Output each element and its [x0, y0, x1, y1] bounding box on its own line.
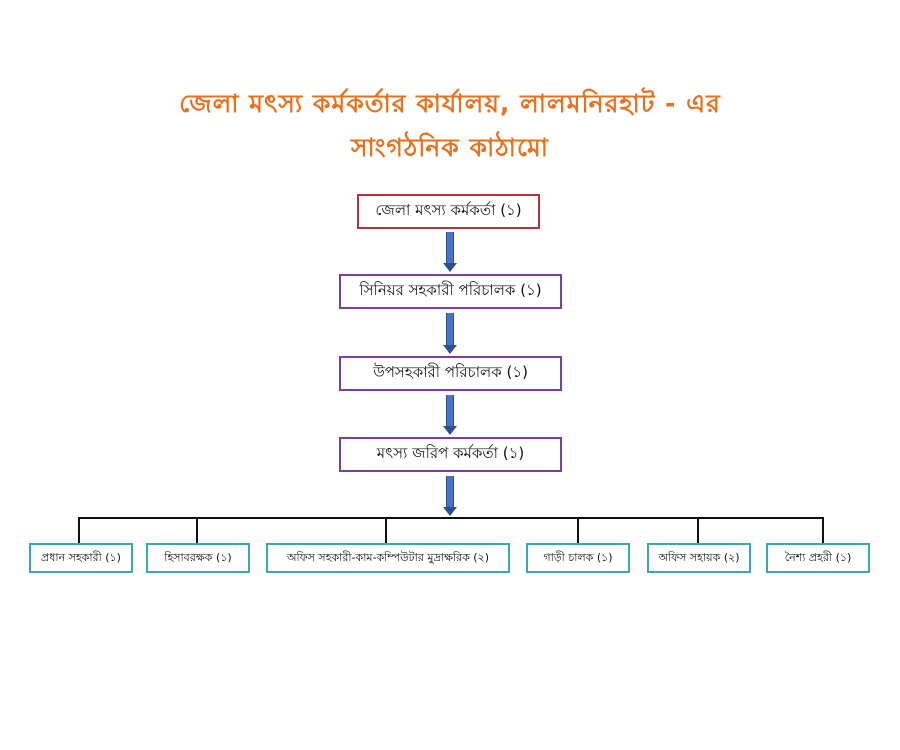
down-arrow-icon — [443, 395, 457, 435]
connector-drop — [577, 517, 579, 543]
node-fisheries-survey-officer: মৎস্য জরিপ কর্মকর্তা (১) — [339, 437, 562, 472]
node-label: সিনিয়র সহকারী পরিচালক (১) — [359, 281, 542, 299]
down-arrow-icon — [443, 232, 457, 272]
staff-box-office-support: অফিস সহায়ক (২) — [647, 543, 751, 573]
down-arrow-icon — [443, 476, 457, 516]
node-senior-assistant-director: সিনিয়র সহকারী পরিচালক (১) — [339, 274, 562, 309]
staff-box-driver: গাড়ী চালক (১) — [526, 543, 630, 573]
down-arrow-icon — [443, 313, 457, 354]
staff-label: প্রধান সহকারী (১) — [41, 550, 121, 564]
connector-drop — [822, 517, 824, 543]
node-label: মৎস্য জরিপ কর্মকর্তা (১) — [376, 444, 525, 462]
chart-title-line-2: সাংগঠনিক কাঠামো — [350, 133, 550, 162]
staff-box-office-assistant-typist: অফিস সহকারী-কাম-কম্পিউটার মুদ্রাক্ষরিক (… — [266, 543, 510, 573]
connector-drop — [196, 517, 198, 543]
node-district-fisheries-officer: জেলা মৎস্য কর্মকর্তা (১) — [357, 194, 540, 229]
node-label: জেলা মৎস্য কর্মকর্তা (১) — [375, 201, 522, 219]
staff-label: গাড়ী চালক (১) — [543, 550, 613, 564]
connector-drop — [78, 517, 80, 543]
staff-label: অফিস সহায়ক (২) — [658, 550, 740, 564]
staff-box-accountant: হিসাবরক্ষক (১) — [146, 543, 250, 573]
staff-label: হিসাবরক্ষক (১) — [164, 550, 232, 564]
staff-label: অফিস সহকারী-কাম-কম্পিউটার মুদ্রাক্ষরিক (… — [286, 550, 490, 564]
staff-box-night-guard: নৈশ্য প্রহরী (১) — [766, 543, 870, 573]
connector-drop — [697, 517, 699, 543]
staff-connector-line — [78, 517, 824, 519]
node-label: উপসহকারী পরিচালক (১) — [373, 363, 528, 381]
connector-drop — [385, 517, 387, 543]
staff-label: নৈশ্য প্রহরী (১) — [784, 550, 852, 564]
staff-box-head-assistant: প্রধান সহকারী (১) — [29, 543, 133, 573]
node-sub-assistant-director: উপসহকারী পরিচালক (১) — [339, 356, 562, 391]
chart-title-line-1: জেলা মৎস্য কর্মকর্তার কার্যালয়, লালমনির… — [179, 89, 721, 118]
